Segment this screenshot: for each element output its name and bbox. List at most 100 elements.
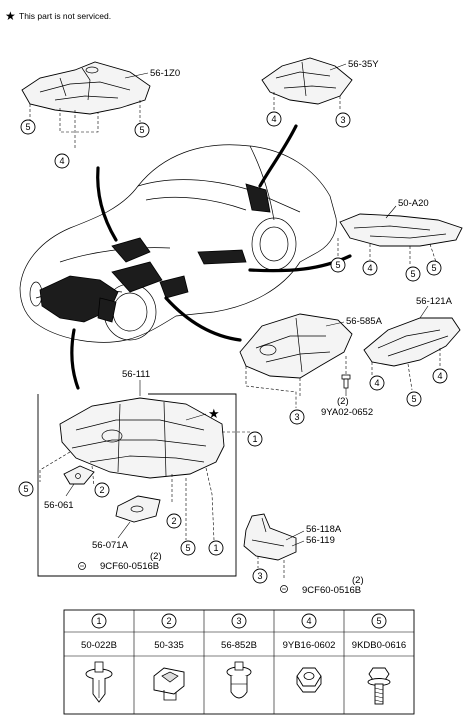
svg-text:4: 4 <box>306 616 311 626</box>
shield-56-121a: 56-121A 4 4 5 <box>363 296 461 407</box>
shield-56-1z0-body <box>21 61 151 115</box>
label-56-071a: 56-071A <box>92 540 129 551</box>
push-clip-icon <box>85 661 113 703</box>
label-56-111: 56-111 <box>122 369 150 380</box>
rivet-clip-icon <box>226 661 252 699</box>
label-56-119: 56-119 <box>306 535 335 546</box>
label-56-35y: 56-35Y <box>348 59 379 70</box>
svg-text:5: 5 <box>185 543 190 553</box>
svg-text:4: 4 <box>437 371 442 381</box>
shield-50-a20: 50-A20 5 4 5 5 <box>330 198 463 282</box>
shield-56-35y-body <box>261 57 353 105</box>
svg-text:3: 3 <box>340 115 345 125</box>
cover-56-071a <box>115 495 161 523</box>
svg-text:3: 3 <box>236 616 241 626</box>
label-9ya02-0652: 9YA02-0652 <box>321 407 373 418</box>
callout-4 <box>362 260 378 276</box>
svg-text:4: 4 <box>271 114 276 124</box>
table-col-5-number <box>371 613 387 629</box>
callout-5 <box>18 481 34 497</box>
bolt-9ya02-0652 <box>341 356 351 396</box>
svg-text:5: 5 <box>411 394 416 404</box>
svg-text:5: 5 <box>335 260 340 270</box>
shield-50-a20-body <box>339 213 463 247</box>
svg-text:4: 4 <box>59 156 64 166</box>
table-col-5-part: 9KDB0-0616 <box>352 640 406 651</box>
label-9cf60-right: 9CF60-0516B <box>302 585 361 596</box>
callout-5 <box>134 122 150 138</box>
label-9cf60-left-qty: (2) <box>150 551 162 562</box>
table-col-3-part: 56-852B <box>221 640 257 651</box>
svg-text:2: 2 <box>171 516 176 526</box>
svg-text:3: 3 <box>294 412 299 422</box>
table-col-4-part: 9YB16-0602 <box>283 640 336 651</box>
table-col-4-number <box>301 613 317 629</box>
callout-3 <box>289 409 305 425</box>
callout-5 <box>426 260 442 276</box>
callout-5 <box>180 540 196 556</box>
screw-9cf60-right <box>280 585 288 593</box>
cover-56-118a-body <box>243 513 297 561</box>
not-serviced-note: ★ This part is not serviced. <box>5 9 111 23</box>
svg-text:5: 5 <box>376 616 381 626</box>
not-serviced-star-icon: ★ <box>208 406 220 421</box>
callout-4 <box>369 375 385 391</box>
svg-text:4: 4 <box>374 378 379 388</box>
fastener-table: 1 2 3 4 5 50-022B 50-335 56-852B 9YB16-0… <box>63 609 415 715</box>
shield-56-1z0: 56-1Z0 5 5 4 <box>20 61 180 169</box>
svg-text:1: 1 <box>213 543 218 553</box>
callout-2 <box>94 482 110 498</box>
callout-1 <box>247 431 263 447</box>
shield-56-121a-body <box>363 317 461 367</box>
callout-3 <box>252 568 268 584</box>
note-text: This part is not serviced. <box>19 11 111 21</box>
label-56-585a: 56-585A <box>346 316 383 327</box>
label-56-1z0: 56-1Z0 <box>150 68 180 79</box>
svg-text:3: 3 <box>257 571 262 581</box>
table-col-3-number <box>231 613 247 629</box>
label-56-121a: 56-121A <box>416 296 453 307</box>
svg-text:2: 2 <box>99 485 104 495</box>
label-56-061: 56-061 <box>44 500 74 511</box>
callout-2 <box>166 513 182 529</box>
label-56-118a: 56-118A <box>306 524 342 535</box>
square-clip-icon <box>153 667 185 701</box>
svg-text:1: 1 <box>96 616 101 626</box>
screw-9cf60-left <box>78 562 86 570</box>
assembly-56-111-box: 56-111 ★ 1 5 2 2 5 1 56-061 56-071A <box>18 369 263 577</box>
callout-5 <box>406 391 422 407</box>
callout-4 <box>266 111 282 127</box>
svg-text:5: 5 <box>23 484 28 494</box>
vehicle-outline <box>19 124 352 390</box>
callout-5 <box>330 257 346 273</box>
callout-1 <box>208 540 224 556</box>
svg-text:5: 5 <box>25 122 30 132</box>
callout-5 <box>405 266 421 282</box>
svg-text:5: 5 <box>139 125 144 135</box>
callout-4 <box>432 368 448 384</box>
svg-text:5: 5 <box>410 269 415 279</box>
shield-56-111-body <box>59 397 225 479</box>
svg-text:1: 1 <box>252 434 257 444</box>
flange-bolt-icon <box>367 667 391 705</box>
table-col-1-number <box>91 613 107 629</box>
table-col-2-number <box>161 613 177 629</box>
table-col-1-part: 50-022B <box>81 640 117 651</box>
shield-56-585a-body <box>239 313 353 379</box>
label-50-a20: 50-A20 <box>398 198 429 209</box>
shield-56-585a: 56-585A 3 (2) 9YA02-0652 <box>239 313 383 425</box>
hex-nut-icon <box>296 667 322 693</box>
label-9ya02-qty: (2) <box>337 396 349 407</box>
callout-5 <box>20 119 36 135</box>
table-col-2-part: 50-335 <box>154 640 184 651</box>
cover-56-061 <box>63 465 95 485</box>
svg-text:4: 4 <box>367 263 372 273</box>
label-9cf60-right-qty: (2) <box>352 575 364 586</box>
callout-4 <box>54 153 70 169</box>
label-9cf60-left: 9CF60-0516B <box>100 561 159 572</box>
svg-text:2: 2 <box>166 616 171 626</box>
cover-56-118a: 56-118A 56-119 3 (2) 9CF60-0516B <box>243 513 364 596</box>
callout-3 <box>335 112 351 128</box>
shield-56-35y: 56-35Y 4 3 <box>261 57 379 128</box>
